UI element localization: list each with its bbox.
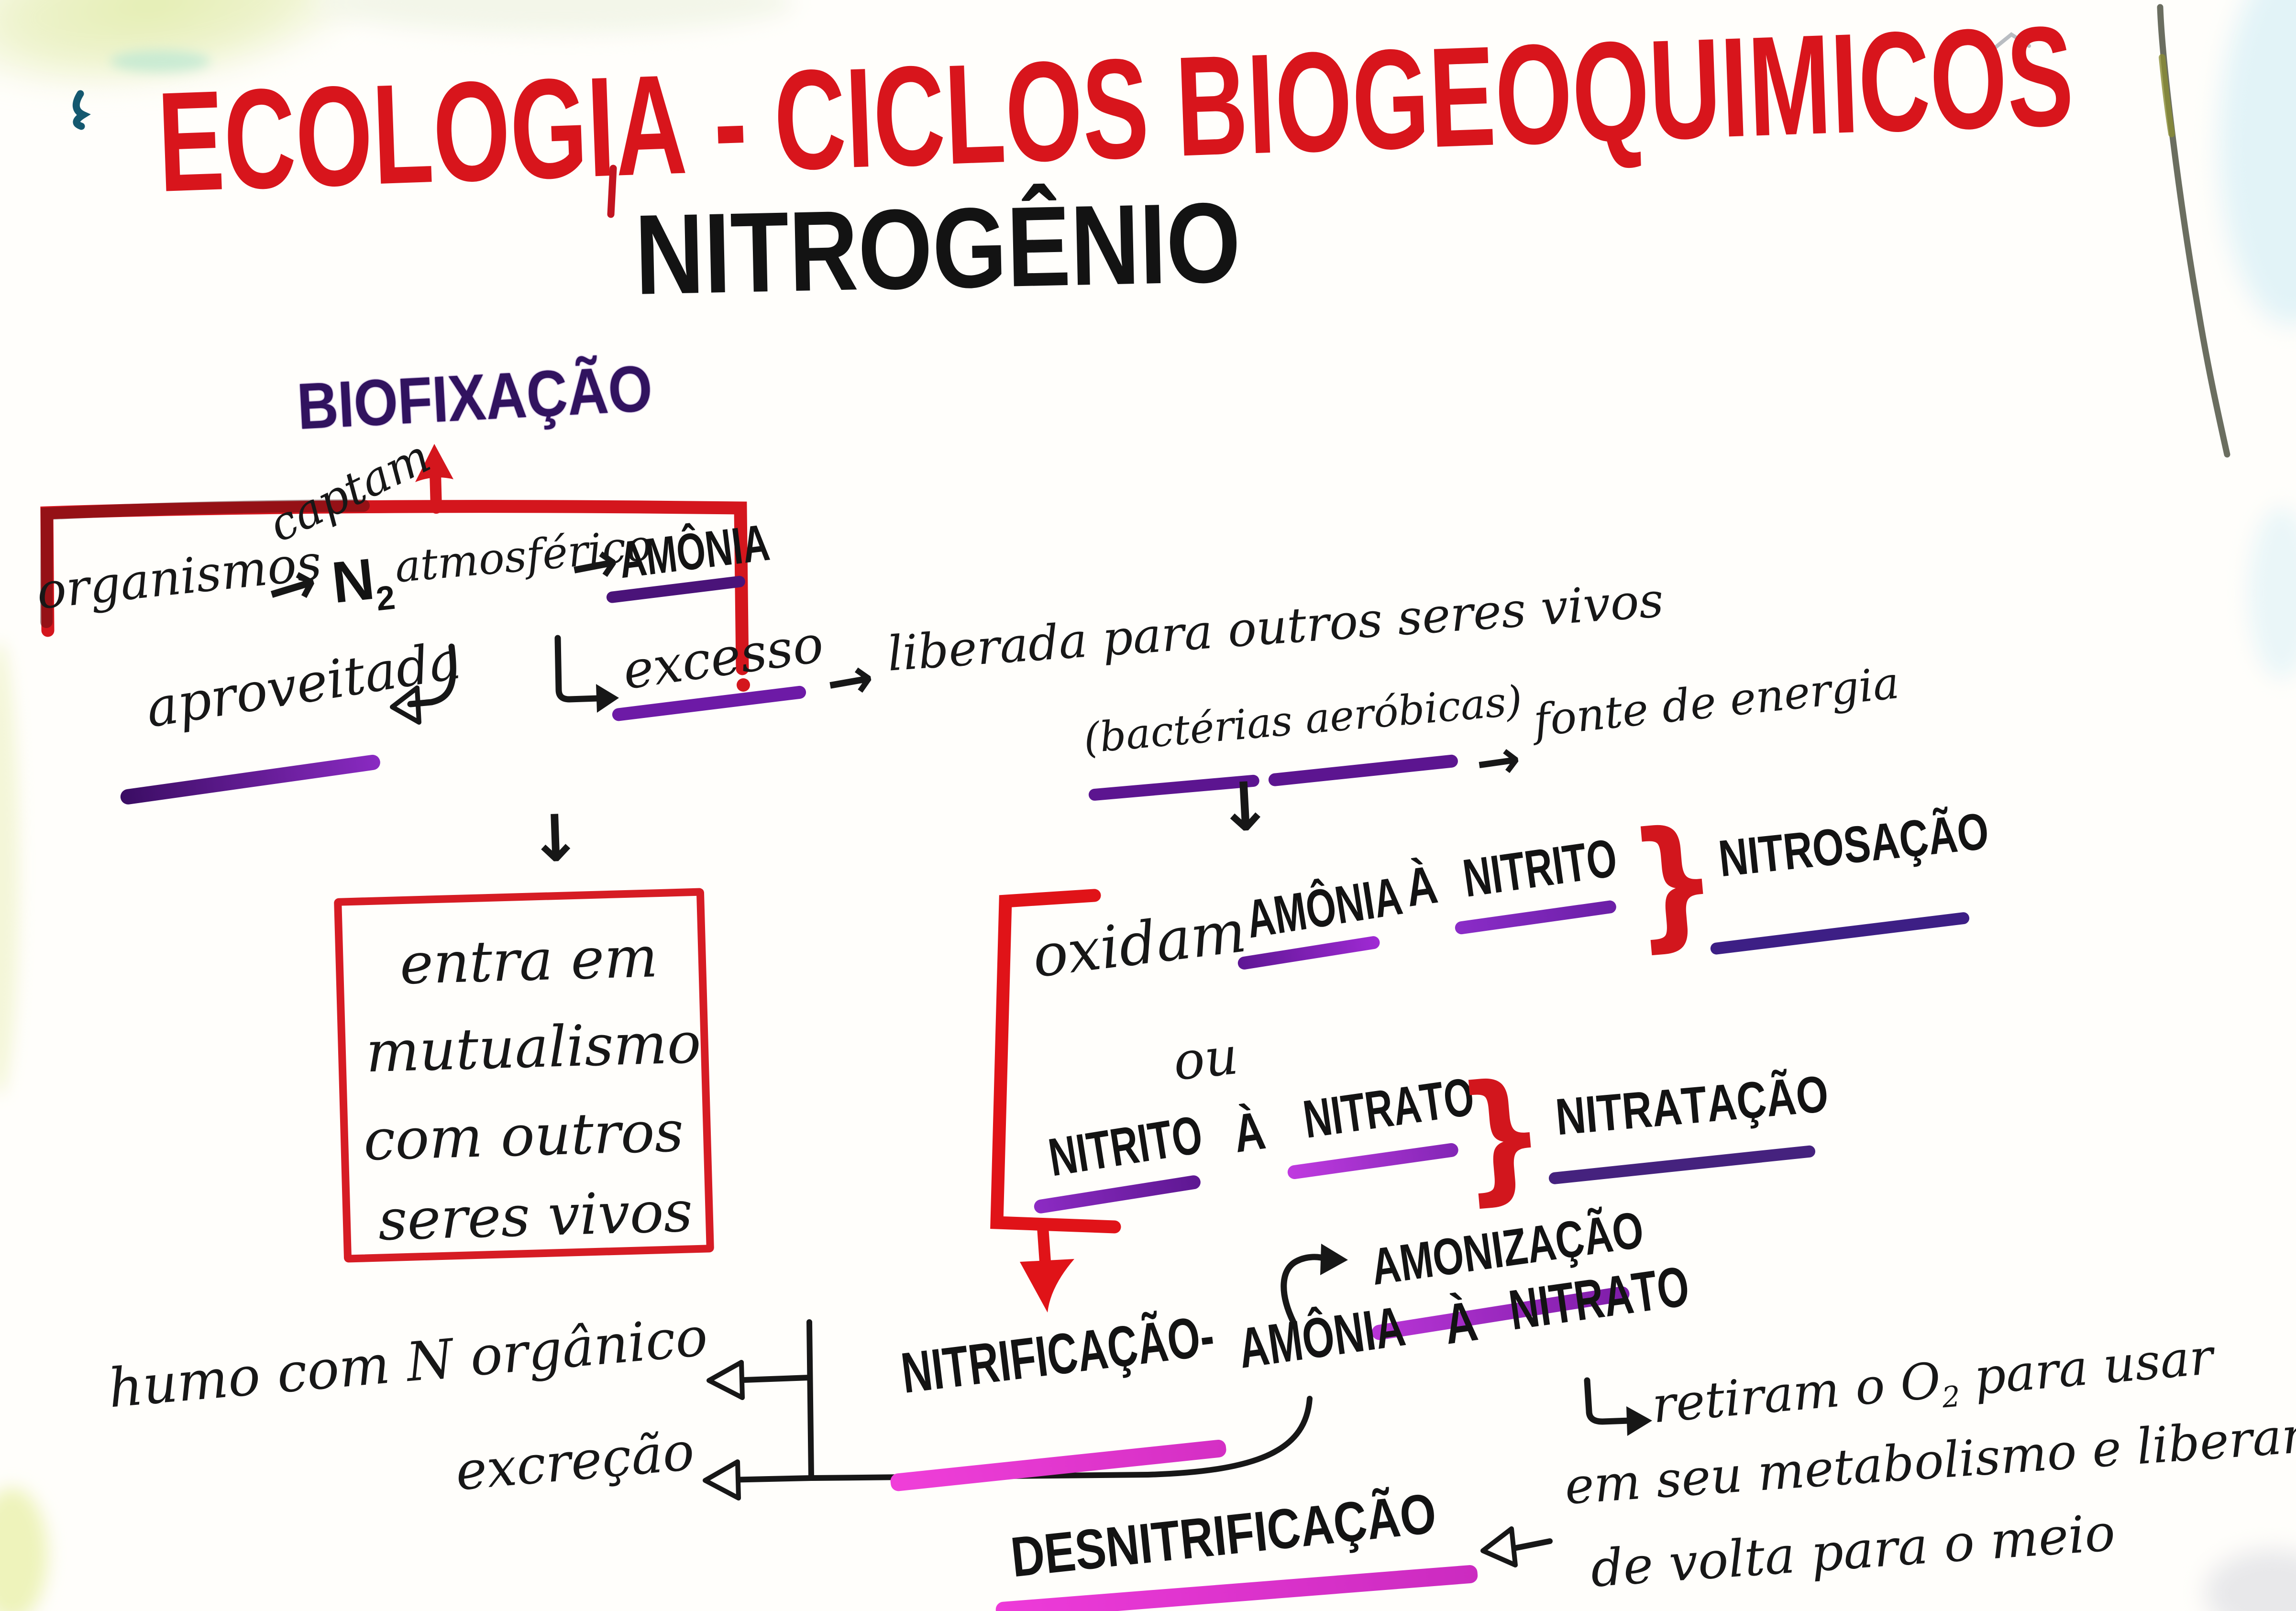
aproveitada-text: aproveitada <box>142 629 465 739</box>
captam-text: captam <box>260 429 439 553</box>
red-down-arrow-head <box>1020 1259 1074 1313</box>
box-line-2: mutualismo <box>365 1009 702 1085</box>
paper-edge-line-olive <box>2159 54 2175 137</box>
desnitrificacao-arrow-head <box>1480 1526 1518 1567</box>
excesso-text: excesso <box>619 614 828 701</box>
a-crase-2-text: À <box>1230 1100 1269 1164</box>
retiram-line3: de volta para o meio <box>1589 1503 2117 1599</box>
n2-symbol: N <box>329 546 378 616</box>
humo-text: humo com N orgânico <box>106 1305 710 1420</box>
excrecao-arrow-head <box>703 1459 741 1501</box>
bacterias-aerobicas-text: (bactérias aeróbicas) <box>1082 676 1524 763</box>
box-down-arrow-icon: ↓ <box>527 800 584 877</box>
underline-aproveitada <box>119 753 381 806</box>
background-blur-topedge <box>316 0 794 33</box>
underline-nitrificacao <box>890 1439 1227 1492</box>
blue-pen-mark <box>72 90 91 130</box>
background-blur-topright <box>2219 0 2296 325</box>
biofixacao-label: BIOFIXAÇÃO <box>295 352 654 443</box>
o2-subscript: 2 <box>1941 1380 1962 1415</box>
amonizacao-hook-arrow-head <box>1320 1244 1348 1275</box>
background-blur-right-mid <box>2248 507 2296 679</box>
liberada-text: liberada para outros seres vivos <box>885 572 1666 682</box>
amonia-3-text: AMÔNIA <box>1235 1294 1409 1380</box>
box-line-3: com outros <box>363 1098 684 1173</box>
excrecao-arrow-line <box>724 1475 814 1483</box>
fonte-energia-text: fonte de energia <box>1531 657 1902 747</box>
retiram-line1-suffix: para usar <box>1956 1328 2216 1408</box>
nitrito-1-text: NITRITO <box>1459 828 1621 908</box>
page-subtitle: NITROGÊNIO <box>633 179 1242 319</box>
nitratacao-red-brace: } <box>1451 1050 1552 1221</box>
amonia-2-text: AMÔNIA <box>1242 865 1406 949</box>
paper-edge-line <box>2157 4 2230 458</box>
background-blur-leftedge <box>0 641 19 1095</box>
fonte-arrow-right-icon: → <box>1471 727 1525 795</box>
excrecao-text: excreção <box>453 1420 697 1502</box>
nitrato-1-text: NITRATO <box>1300 1066 1478 1149</box>
background-blur-bottomleft <box>0 1488 48 1611</box>
humo-arrow-head <box>706 1360 745 1400</box>
humo-arrow-line <box>728 1375 812 1383</box>
retiram-branch-arrow <box>1584 1377 1633 1425</box>
a-crase-3-text: À <box>1440 1289 1481 1357</box>
desnitrificacao-label: DESNITRIFICAÇÃO <box>1008 1481 1439 1589</box>
nitrificacao-label: NITRIFICAÇÃO- <box>898 1303 1218 1406</box>
bacterias-down-arrow-icon: ↓ <box>1214 767 1275 848</box>
background-blur-bottomright <box>2205 1550 2296 1611</box>
underline-nitratacao <box>1548 1145 1816 1185</box>
connector-vertical <box>806 1319 814 1481</box>
nitrosacao-label: NITROSAÇÃO <box>1716 801 1992 888</box>
retiram-line1-prefix: retiram o O <box>1650 1352 1943 1434</box>
underline-nitrosacao <box>1710 911 1970 955</box>
nitratacao-label: NITRATAÇÃO <box>1553 1064 1831 1146</box>
retiram-branch-arrow-head <box>1626 1406 1652 1436</box>
box-line-1: entra em <box>398 924 659 997</box>
n2-subscript: 2 <box>374 578 397 618</box>
box-line-4: seres vivos <box>377 1178 694 1253</box>
mutualismo-box: entra em mutualismo com outros seres viv… <box>334 888 714 1263</box>
nitrosacao-red-brace: } <box>1623 797 1724 968</box>
underline-aerobicas <box>1268 754 1459 787</box>
n2-formula: N2 <box>329 546 397 618</box>
liberada-arrow-right-icon: → <box>821 643 879 717</box>
desnitrificacao-arrow-line <box>1504 1538 1553 1553</box>
excesso-branch-arrow <box>554 635 601 703</box>
a-crase-1-text: À <box>1402 854 1441 918</box>
red-down-arrow-stem <box>1037 1222 1051 1274</box>
nitrito-2-text: NITRITO <box>1044 1104 1207 1188</box>
oxidam-text: oxidam <box>1028 897 1250 991</box>
ou-text: ou <box>1170 1026 1241 1092</box>
retiram-line1: retiram o O2 para usar <box>1650 1328 2215 1434</box>
